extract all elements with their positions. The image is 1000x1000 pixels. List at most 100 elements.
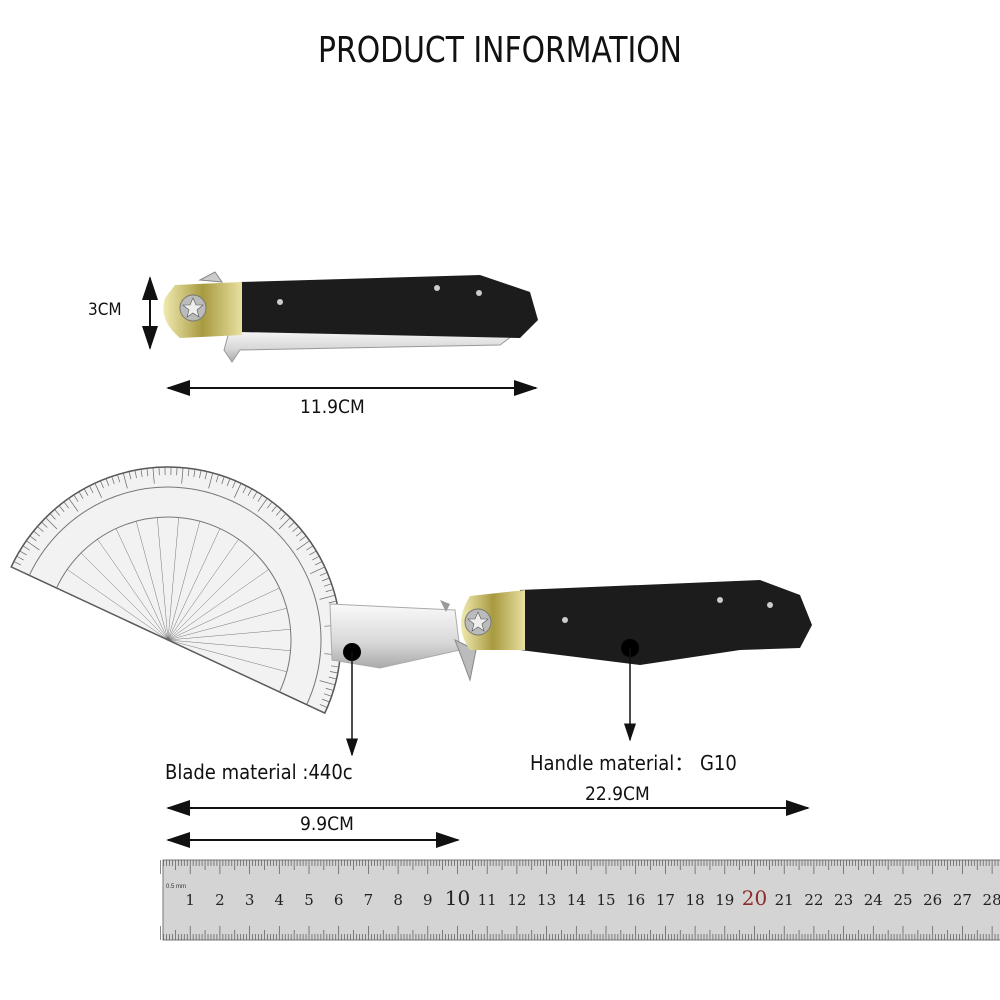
ruler-number: 15 xyxy=(596,891,615,909)
ruler-number: 17 xyxy=(656,891,675,909)
protractor-ray xyxy=(115,528,169,641)
protractor-ray xyxy=(167,539,239,641)
protractor-ray xyxy=(167,517,179,641)
protractor-tick xyxy=(319,572,328,576)
protractor-tick xyxy=(221,476,225,485)
protractor-tick xyxy=(111,476,115,485)
protractor-tick xyxy=(226,478,231,487)
ruler-number: 25 xyxy=(893,891,912,909)
protractor-ray xyxy=(167,552,256,641)
protractor-tick xyxy=(325,589,334,593)
protractor-tick xyxy=(187,468,190,477)
protractor-tick xyxy=(208,472,214,489)
protractor-tick xyxy=(275,509,282,516)
protractor-tick xyxy=(146,468,149,477)
protractor-tick xyxy=(330,665,339,668)
protractor-tick xyxy=(181,467,184,484)
protractor-tick xyxy=(325,687,334,691)
ruler-number: 23 xyxy=(834,891,853,909)
ruler-unit-label: 0.5 mm xyxy=(166,884,186,890)
protractor-ray xyxy=(167,521,201,641)
blade-length-label: 9.9CM xyxy=(300,813,354,835)
protractor-ray xyxy=(167,528,221,641)
protractor-tick xyxy=(257,494,263,502)
protractor-tick xyxy=(328,600,337,604)
ruler-number: 24 xyxy=(864,891,883,909)
protractor-tick xyxy=(22,545,30,551)
protractor-tick xyxy=(271,505,278,512)
protractor-tick xyxy=(319,594,336,600)
protractor-tick xyxy=(252,491,258,499)
protractor-tick xyxy=(49,513,56,520)
protractor-tick xyxy=(100,480,104,489)
protractor-tick xyxy=(319,704,328,708)
closed-knife-image xyxy=(163,271,538,363)
ruler-number: 10 xyxy=(445,886,470,910)
protractor-tick xyxy=(11,566,26,574)
protractor-tick xyxy=(296,530,303,537)
protractor-ray xyxy=(97,539,169,641)
protractor-ray xyxy=(80,552,169,641)
protractor-ray xyxy=(167,569,269,641)
protractor-ray xyxy=(56,587,169,641)
protractor-tick xyxy=(128,471,132,480)
protractor-tick xyxy=(19,550,27,556)
protractor-ray xyxy=(167,639,287,673)
protractor-tick xyxy=(312,555,320,561)
protractor-tick xyxy=(134,470,137,479)
protractor-ray xyxy=(167,639,280,693)
protractor-tick xyxy=(54,509,61,516)
protractor-tick xyxy=(215,474,219,483)
protractor-tick xyxy=(323,583,332,587)
ruler-number: 21 xyxy=(775,891,794,909)
protractor-tick xyxy=(89,485,94,494)
protractor-tick xyxy=(73,494,79,502)
protractor-tick xyxy=(309,550,317,556)
protractor-tick xyxy=(63,501,69,509)
protractor-tick xyxy=(232,480,236,489)
protractor-tick xyxy=(193,469,196,478)
protractor-tick xyxy=(16,555,24,561)
protractor-tick xyxy=(280,513,287,520)
protractor-tick xyxy=(176,467,178,476)
protractor-tick xyxy=(37,526,44,533)
ruler-number: 27 xyxy=(953,891,972,909)
protractor-tick xyxy=(94,483,102,498)
protractor-tick xyxy=(306,545,314,551)
ruler-number: 7 xyxy=(364,891,374,909)
protractor-tick xyxy=(242,485,247,494)
protractor-tick xyxy=(328,676,337,680)
protractor-tick xyxy=(158,467,160,476)
ruler-number: 5 xyxy=(304,891,314,909)
ruler-number: 8 xyxy=(393,891,403,909)
ruler-number: 19 xyxy=(715,891,734,909)
protractor-tick xyxy=(122,472,128,489)
protractor-tick xyxy=(140,469,143,478)
ruler-number: 18 xyxy=(686,891,705,909)
protractor-tick xyxy=(58,505,65,512)
protractor-tick xyxy=(68,498,79,512)
protractor-tick xyxy=(329,671,338,674)
protractor-tick xyxy=(33,530,40,537)
protractor-tick xyxy=(323,693,332,697)
ruler-number: 3 xyxy=(245,891,255,909)
handle-material-label: Handle material： G10 xyxy=(530,751,737,775)
protractor-tick xyxy=(117,474,121,483)
protractor-tick xyxy=(105,478,110,487)
open-knife-image xyxy=(329,580,812,682)
protractor-tick xyxy=(257,498,268,512)
overall-length-label: 22.9CM xyxy=(585,783,650,805)
protractor-tick xyxy=(310,706,325,714)
ruler-number: 12 xyxy=(507,891,526,909)
ruler-number: 16 xyxy=(626,891,645,909)
protractor-ray xyxy=(167,639,291,651)
protractor-tick xyxy=(13,561,22,566)
ruler-number: 28 xyxy=(983,891,1000,909)
protractor-tick xyxy=(26,540,40,551)
protractor-tick xyxy=(288,521,295,528)
protractor-ray xyxy=(67,569,169,641)
protractor-tick xyxy=(152,467,155,484)
protractor-tick xyxy=(45,517,58,530)
